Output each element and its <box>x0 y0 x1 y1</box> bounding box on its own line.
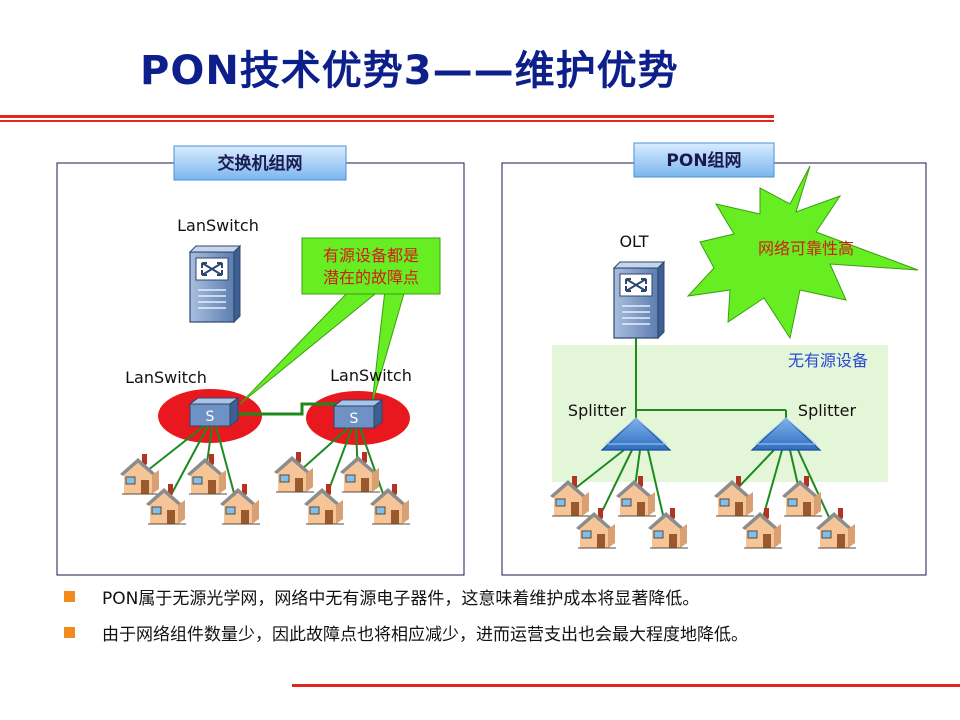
left-switch-label: LanSwitch <box>125 368 207 387</box>
right-switch-icon: S <box>332 399 384 429</box>
switch-panel-header <box>173 145 347 181</box>
pon-panel-title: PON组网 <box>666 150 741 171</box>
right-splitter-drop-lines <box>731 449 835 529</box>
bullet-square-icon <box>64 591 75 602</box>
svg-text:S: S <box>206 409 215 425</box>
reliability-burst-text: 网络可靠性高 <box>758 239 854 258</box>
left-switch-icon: S <box>188 397 240 427</box>
switch-interlink <box>234 402 338 416</box>
footer-rule <box>292 684 960 687</box>
left-splitter-label: Splitter <box>568 401 627 420</box>
bullet-text: PON属于无源光学网，网络中无有源电子器件，这意味着维护成本将显著降低。 <box>102 589 700 609</box>
reliability-burst <box>686 165 919 340</box>
right-splitter-label: Splitter <box>798 401 857 420</box>
top-switch-label: LanSwitch <box>177 216 259 235</box>
callout-line-1: 有源设备都是 <box>323 246 419 265</box>
svg-text:S: S <box>350 411 359 427</box>
switch-panel-title: 交换机组网 <box>218 153 303 174</box>
olt-label: OLT <box>619 232 648 251</box>
passive-zone-label: 无有源设备 <box>788 351 868 370</box>
title-rule-bottom <box>0 120 774 122</box>
bullet-text: 由于网络组件数量少，因此故障点也将相应减少，进而运营支出也会最大程度地降低。 <box>102 625 748 645</box>
top-switch-server-icon <box>189 245 241 323</box>
page-title: PON技术优势3——维护优势 <box>140 48 679 94</box>
title-rule-top <box>0 115 774 118</box>
right-switch-label: LanSwitch <box>330 366 412 385</box>
pon-panel-header <box>633 142 775 178</box>
callout-line-2: 潜在的故障点 <box>323 268 419 287</box>
olt-server-icon <box>613 261 665 339</box>
bullet-square-icon <box>64 627 75 638</box>
passive-zone <box>552 345 888 482</box>
fault-point-callout <box>301 237 441 295</box>
